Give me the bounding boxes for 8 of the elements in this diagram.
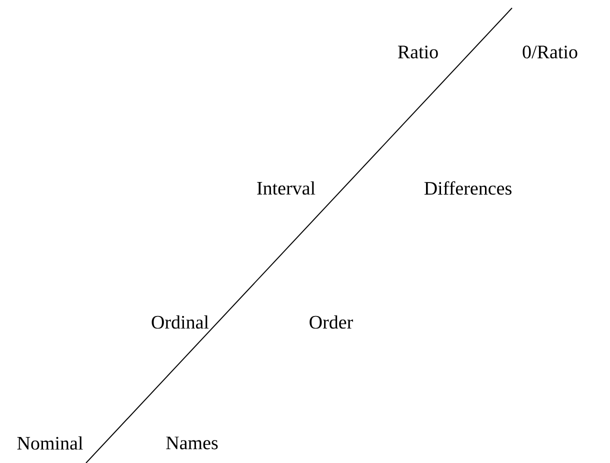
level-label: Interval [257,181,316,195]
level-label: Ratio [398,46,438,58]
level-label: Nominal [17,436,83,450]
property-label: 0/Ratio [522,46,578,58]
property-label: Names [166,436,218,450]
property-label: Order [310,315,353,329]
level-label: Ordinal [152,315,209,329]
property-label: Differences [424,181,512,195]
